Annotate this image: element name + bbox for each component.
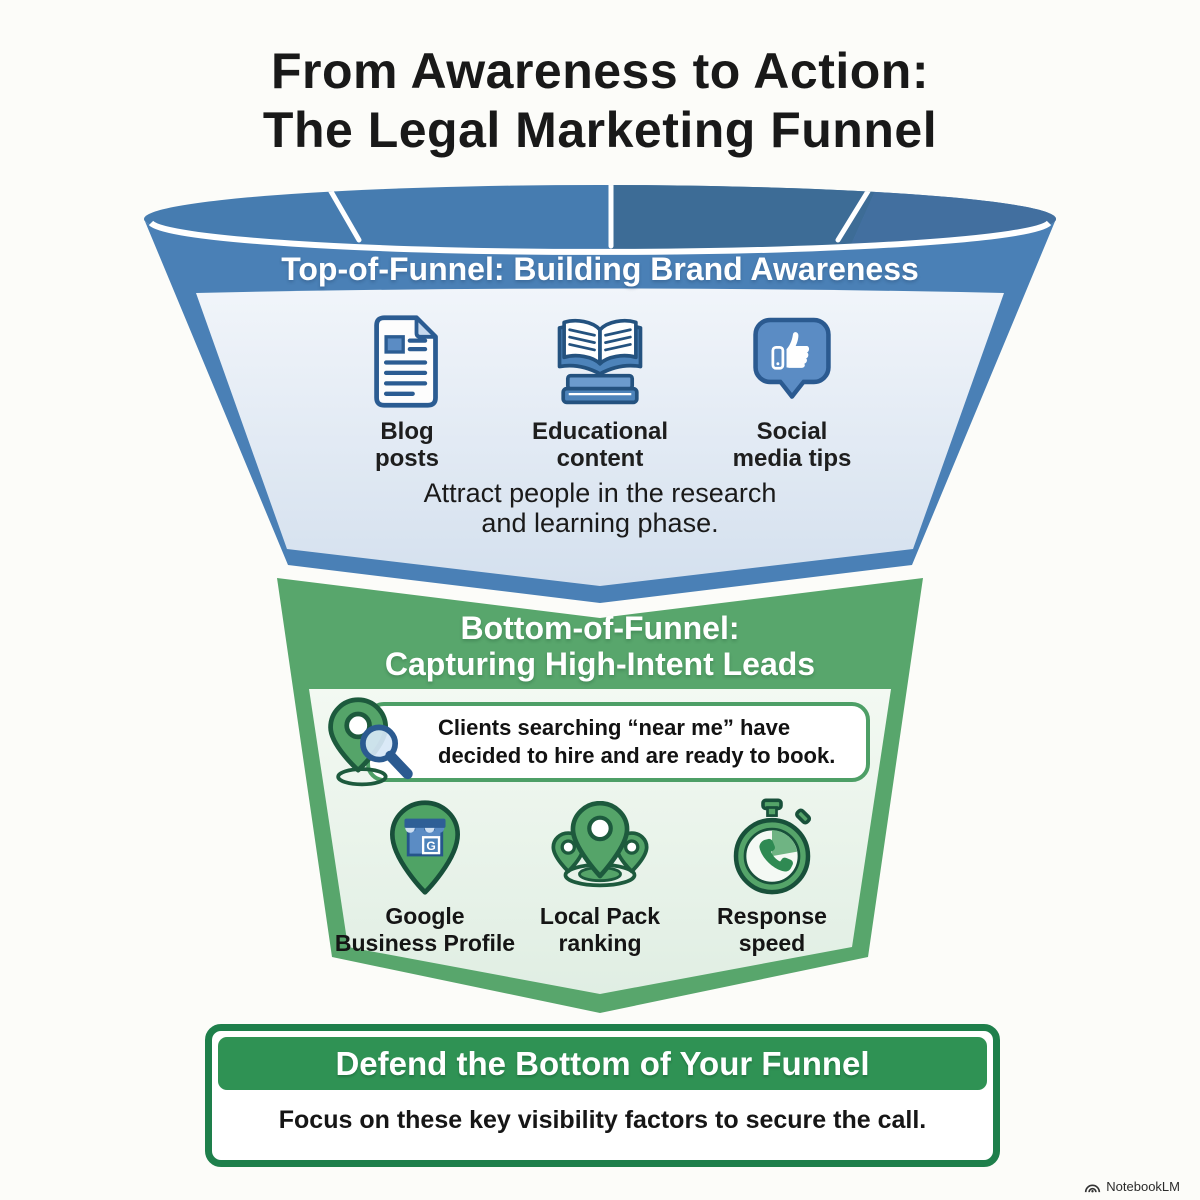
watermark: NotebookLM (1084, 1179, 1180, 1194)
near-me-callout: Clients searching “near me” have decided… (366, 702, 870, 782)
bottom-funnel-item-response-speed: Response speed (657, 797, 887, 957)
item-label: Google Business Profile (334, 903, 516, 956)
page-title-line1: From Awareness to Action: (271, 43, 929, 99)
watermark-label: NotebookLM (1106, 1179, 1180, 1194)
bottom-funnel-item-local-pack-ranking: Local Pack ranking (485, 797, 715, 957)
item-label: Social media tips (732, 418, 852, 472)
top-funnel-rim (144, 185, 1056, 253)
bottom-funnel-header: Bottom-of-Funnel: Capturing High-Intent … (384, 610, 816, 682)
top-funnel-item-social-media-tips: Social media tips (682, 310, 902, 472)
top-funnel-header: Top-of-Funnel: Building Brand Awareness (281, 251, 919, 287)
item-label: Blog posts (374, 418, 439, 472)
local-pack-pins-icon (551, 801, 649, 888)
social-media-thumbs-up-icon (753, 317, 831, 399)
svg-text:G: G (426, 839, 435, 853)
notebooklm-logo-icon (1085, 1183, 1101, 1192)
top-funnel-item-blog-posts: Blog posts (297, 310, 517, 472)
educational-content-books-icon (557, 318, 643, 405)
item-label: Educational content (531, 418, 669, 472)
google-business-profile-pin-icon: G (390, 800, 460, 895)
defend-banner: Defend the Bottom of Your Funnel Focus o… (205, 1024, 1000, 1167)
defend-banner-header: Defend the Bottom of Your Funnel (218, 1037, 987, 1090)
top-funnel-item-educational-content: Educational content (490, 310, 710, 472)
near-me-search-pin-icon (328, 697, 413, 787)
blog-posts-document-icon (374, 314, 438, 408)
funnel-lip-highlight (148, 220, 1052, 255)
page-title-line2: The Legal Marketing Funnel (262, 102, 938, 158)
item-label: Response speed (717, 903, 827, 956)
near-me-callout-text: Clients searching “near me” have decided… (438, 715, 836, 768)
bottom-funnel-item-google-business-profile: G Google Business Profile (310, 797, 540, 957)
item-label: Local Pack ranking (539, 903, 661, 956)
response-speed-stopwatch-icon (733, 798, 812, 895)
page-title: From Awareness to Action: The Legal Mark… (0, 42, 1200, 160)
top-funnel-caption: Attract people in the research and learn… (423, 478, 777, 538)
defend-banner-body: Focus on these key visibility factors to… (278, 1106, 927, 1134)
